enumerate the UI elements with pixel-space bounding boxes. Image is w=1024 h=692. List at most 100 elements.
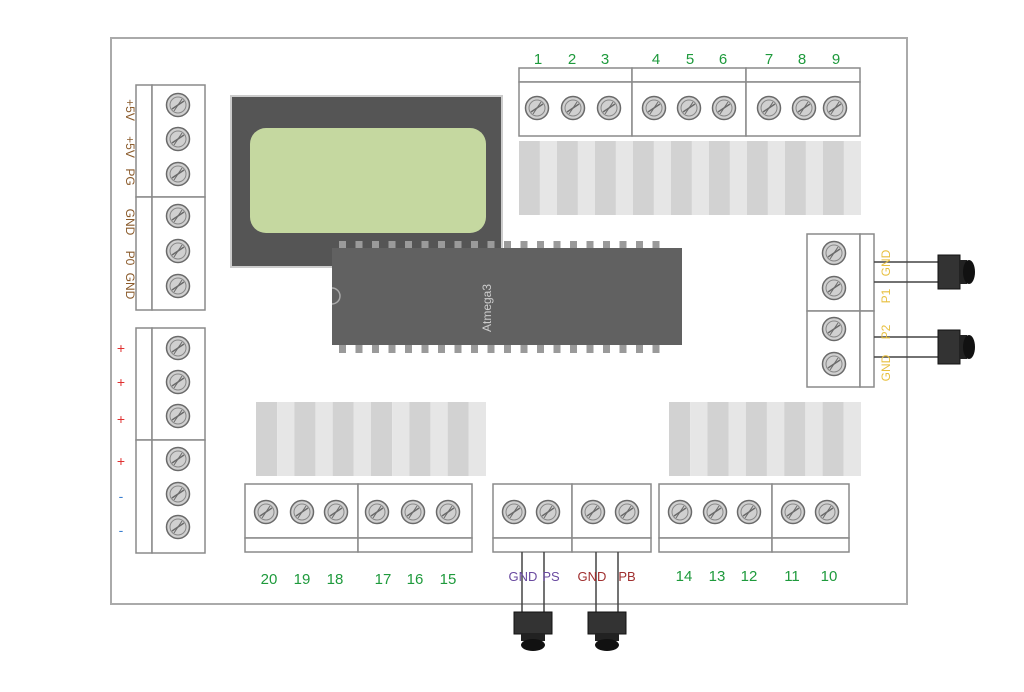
heatsink-fin	[785, 141, 806, 215]
screw-slot	[173, 409, 183, 423]
screw-ring	[795, 99, 813, 117]
chip-pin	[355, 345, 363, 353]
screw-slot	[443, 505, 453, 519]
screw-slot	[830, 101, 840, 115]
screw-ring	[564, 99, 582, 117]
power-label: PG	[123, 168, 137, 185]
supply-label: +	[117, 453, 125, 469]
terminal-block-bottom-right	[658, 483, 850, 553]
screw-slot	[543, 505, 553, 519]
heatsink-gap	[805, 402, 823, 476]
screw-slot	[173, 132, 183, 146]
chip-pin	[520, 241, 528, 249]
screw-slot	[829, 246, 839, 260]
terminal-block-bottom-middle	[492, 483, 652, 553]
chip-notch	[331, 287, 341, 305]
left-supply-labels: ++++--	[117, 340, 125, 538]
screw-slot	[710, 505, 720, 519]
screw-ring	[715, 99, 733, 117]
terminal-footer	[658, 537, 773, 553]
terminal-label: 1	[534, 51, 542, 68]
chip-pin	[471, 345, 478, 353]
screw-ring	[368, 503, 386, 521]
screw-slot	[173, 487, 183, 501]
screw-slot	[173, 244, 183, 258]
screw-ring	[169, 277, 187, 295]
heatsink-gap	[805, 141, 823, 215]
screw-ring	[825, 279, 843, 297]
supply-label: +	[117, 340, 125, 356]
terminal-label: 16	[407, 571, 424, 588]
chip-pin	[619, 241, 627, 249]
screw-ring	[671, 503, 689, 521]
chip-pin	[619, 345, 627, 353]
terminal-label: 13	[709, 568, 726, 585]
screw-ring	[825, 355, 843, 373]
terminal-footer	[244, 537, 359, 553]
heatsink-gap	[615, 141, 633, 215]
power-label: GND	[123, 273, 137, 300]
heatsink-top	[519, 141, 861, 215]
screw-ring	[584, 503, 602, 521]
screw-slot	[173, 98, 183, 112]
screw-slot	[261, 505, 271, 519]
terminal-label: 12	[741, 568, 758, 585]
screw-ring	[825, 244, 843, 262]
screw-slot	[173, 167, 183, 181]
chip-pin	[537, 345, 544, 353]
terminal-side	[135, 84, 153, 198]
chip-pin	[421, 345, 429, 353]
heatsink-fin	[669, 402, 691, 476]
power-label: +5V	[123, 99, 137, 121]
terminal-block-top	[518, 67, 861, 137]
terminal-side	[135, 439, 153, 554]
chip-pin	[454, 241, 462, 249]
button-cap	[963, 260, 975, 284]
chip-pin	[372, 241, 379, 249]
power-label: GND	[123, 209, 137, 236]
heatsink-gap	[277, 402, 295, 476]
terminal-label: 4	[652, 51, 660, 68]
screw-ring	[539, 503, 557, 521]
heatsink-bottom-right	[669, 402, 861, 476]
push-button-icon	[937, 329, 961, 365]
heatsink-fin	[784, 402, 806, 476]
chip-pin	[537, 241, 544, 249]
screw-ring	[169, 373, 187, 391]
screw-slot	[568, 101, 578, 115]
heatsink-gap	[729, 141, 747, 215]
screw-slot	[829, 357, 839, 371]
terminal-block-left-supply	[135, 327, 206, 554]
button-cap	[595, 639, 619, 651]
heatsink-fin	[823, 141, 844, 215]
terminal-label: 20	[261, 571, 278, 588]
chip-pin	[504, 345, 511, 353]
terminal-label: 18	[327, 571, 344, 588]
terminal-footer	[771, 537, 850, 553]
heatsink-fin	[294, 402, 316, 476]
terminal-label: 8	[798, 51, 806, 68]
terminal-label: 19	[294, 571, 311, 588]
chip-body	[332, 248, 682, 345]
screw-slot	[173, 341, 183, 355]
screw-slot	[173, 520, 183, 534]
chip-pin	[636, 345, 643, 353]
button-cap	[963, 335, 975, 359]
power-label: P0	[123, 251, 137, 266]
screw-slot	[675, 505, 685, 519]
supply-label: +	[117, 374, 125, 390]
chip-pin	[520, 345, 528, 353]
chip-pin	[504, 241, 511, 249]
heatsink-gap	[468, 402, 486, 476]
screw-ring	[169, 339, 187, 357]
power-label: +5V	[123, 136, 137, 158]
screw-ring	[169, 485, 187, 503]
screw-slot	[829, 281, 839, 295]
terminal-footer	[492, 537, 573, 553]
chip-pin	[603, 345, 610, 353]
